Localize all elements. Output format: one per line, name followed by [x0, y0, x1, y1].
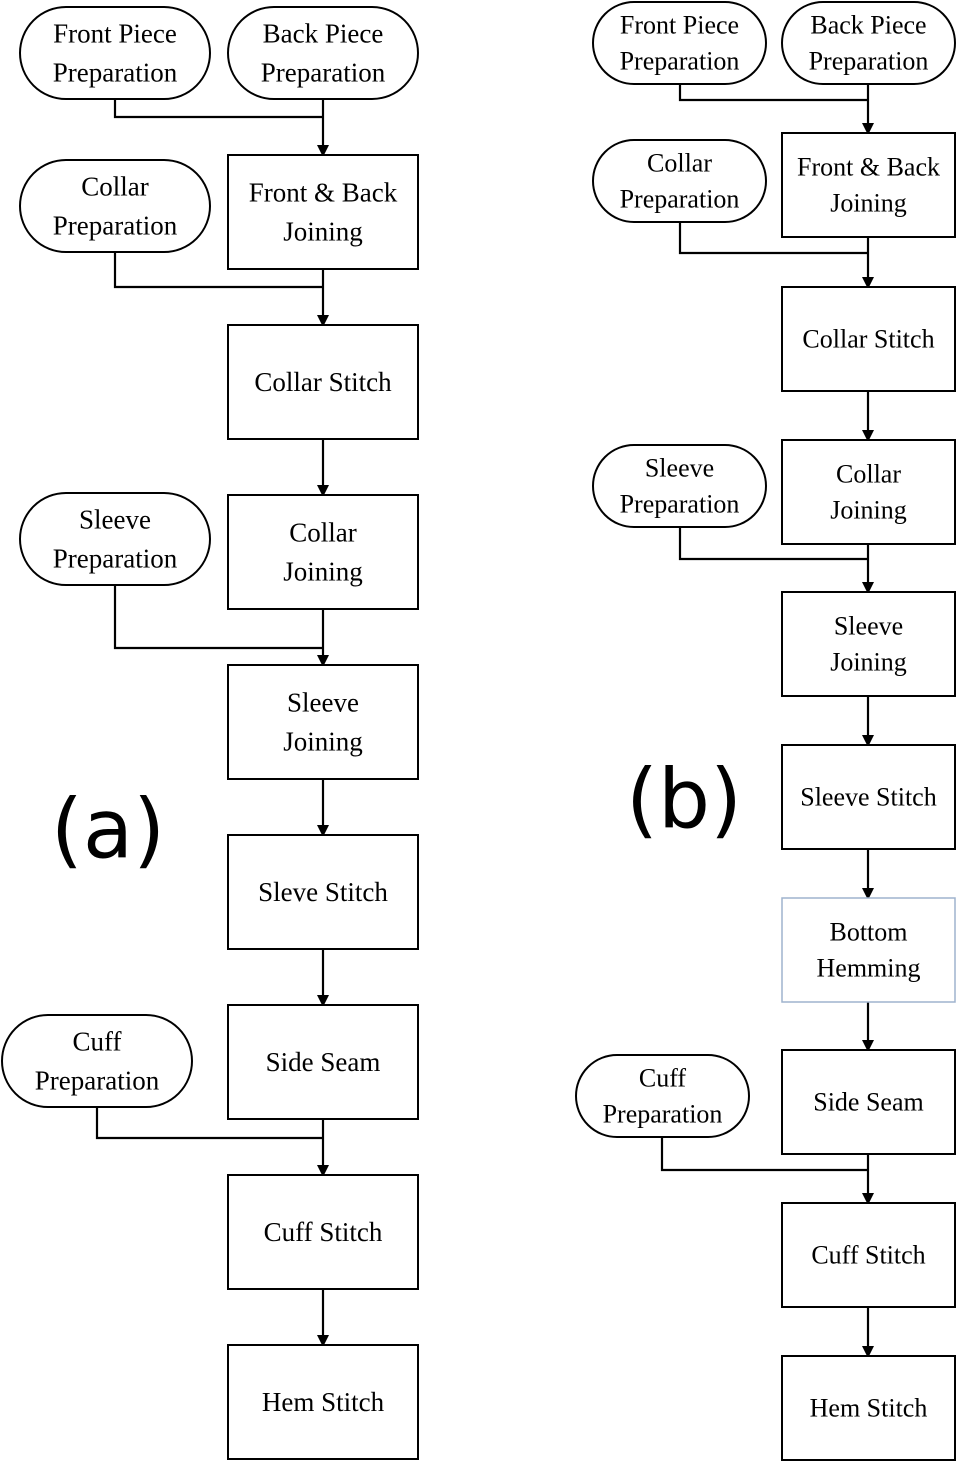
- b-step-collar-stitch-label-line: Collar Stitch: [802, 325, 934, 354]
- a-step-collar-stitch-label-line: Collar Stitch: [254, 367, 392, 397]
- a-step-hem-stitch: [227, 1344, 419, 1460]
- b-step-collar-joining: [781, 439, 956, 545]
- b-step-sleeve-joining-label-line: Joining: [830, 648, 907, 677]
- b-step-cuff-stitch-label-line: Cuff Stitch: [811, 1241, 925, 1270]
- b-step-collar-joining-label-line: Joining: [830, 496, 907, 525]
- b-figure-tag: (b): [626, 753, 742, 848]
- b-step-hem-stitch: [781, 1355, 956, 1461]
- b-connector-collar: [678, 222, 868, 255]
- b-step-sleeve-joining: [781, 591, 956, 697]
- b-step-bottom-hemming: [781, 897, 956, 1003]
- a-collar-prep-label-line: Collar: [81, 172, 149, 202]
- b-connector-cuff: [660, 1137, 868, 1172]
- b-step-sleeve-joining-label-line: Sleeve: [834, 612, 903, 641]
- a-step-collar-joining-label-line: Collar: [289, 518, 357, 548]
- a-sleeve-prep-label-line: Preparation: [53, 544, 178, 574]
- a-connector-collar: [113, 252, 323, 289]
- a-connector-front: [113, 99, 323, 119]
- a-step-cuff-stitch: [227, 1174, 419, 1290]
- a-step-sleeve-stitch-label-line: Sleve Stitch: [258, 877, 388, 907]
- b-back-piece-prep-label-line: Preparation: [809, 47, 929, 76]
- a-step-front-back-joining-label-line: Front & Back: [249, 178, 398, 208]
- a-step-hem-stitch-label-line: Hem Stitch: [262, 1387, 385, 1417]
- b-step-collar-joining-label-line: Collar: [836, 460, 901, 489]
- a-front-piece-prep-label-line: Preparation: [53, 58, 178, 88]
- a-step-sleeve-joining: [227, 664, 419, 780]
- a-cuff-prep-label-line: Preparation: [35, 1066, 160, 1096]
- a-step-collar-stitch: [227, 324, 419, 440]
- b-step-collar-stitch: [781, 286, 956, 392]
- a-back-piece-prep-label-line: Preparation: [261, 58, 386, 88]
- a-cuff-prep-label-line: Cuff: [72, 1027, 121, 1057]
- b-collar-prep-label-line: Collar: [647, 149, 712, 178]
- b-back-piece-prep-label-line: Back Piece: [810, 11, 926, 40]
- b-front-piece-prep-label-line: Front Piece: [620, 11, 739, 40]
- a-step-sleeve-stitch: [227, 834, 419, 950]
- a-connector-sleeve: [113, 585, 323, 650]
- a-step-sleeve-joining-label-line: Sleeve: [287, 688, 359, 718]
- b-collar-prep-label-line: Preparation: [620, 185, 740, 214]
- b-step-bottom-hemming-label-line: Bottom: [829, 918, 907, 947]
- b-sleeve-prep-label-line: Preparation: [620, 490, 740, 519]
- a-figure-tag: (a): [51, 783, 165, 878]
- b-step-cuff-stitch: [781, 1202, 956, 1308]
- b-step-front-back-joining-label-line: Joining: [830, 189, 907, 218]
- a-back-piece-prep-label-line: Back Piece: [263, 19, 384, 49]
- a-step-collar-joining: [227, 494, 419, 610]
- b-step-bottom-hemming-label-line: Hemming: [817, 954, 921, 983]
- a-step-cuff-stitch-label-line: Cuff Stitch: [264, 1217, 383, 1247]
- a-sleeve-prep-label-line: Sleeve: [79, 505, 151, 535]
- a-step-sleeve-joining-label-line: Joining: [283, 727, 363, 757]
- a-step-side-seam-label-line: Side Seam: [266, 1047, 381, 1077]
- b-connector-sleeve: [678, 527, 868, 561]
- a-connector-cuff: [95, 1107, 323, 1140]
- a-step-collar-joining-label-line: Joining: [283, 557, 363, 587]
- b-step-sleeve-stitch-label-line: Sleeve Stitch: [800, 783, 936, 812]
- b-step-side-seam: [781, 1049, 956, 1155]
- b-step-front-back-joining: [781, 132, 956, 238]
- b-sleeve-prep-label-line: Sleeve: [645, 454, 714, 483]
- a-step-front-back-joining: [227, 154, 419, 270]
- b-step-hem-stitch-label-line: Hem Stitch: [810, 1394, 928, 1423]
- a-step-side-seam: [227, 1004, 419, 1120]
- a-front-piece-prep-label-line: Front Piece: [53, 19, 177, 49]
- b-connector-front: [678, 84, 868, 102]
- a-collar-prep-label-line: Preparation: [53, 211, 178, 241]
- b-step-sleeve-stitch: [781, 744, 956, 850]
- b-front-piece-prep-label-line: Preparation: [620, 47, 740, 76]
- b-cuff-prep-label-line: Cuff: [639, 1064, 687, 1093]
- b-step-front-back-joining-label-line: Front & Back: [797, 153, 940, 182]
- b-step-side-seam-label-line: Side Seam: [813, 1088, 924, 1117]
- a-step-front-back-joining-label-line: Joining: [283, 217, 363, 247]
- b-cuff-prep-label-line: Preparation: [603, 1100, 723, 1129]
